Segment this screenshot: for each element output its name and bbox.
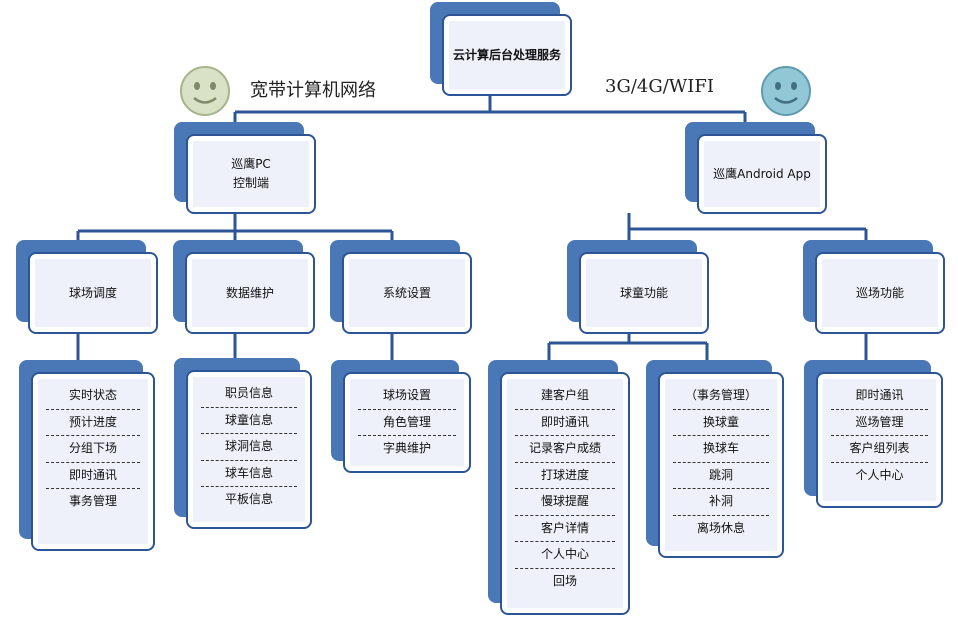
list-item: 球童信息 <box>201 408 297 434</box>
node-label: 球童功能 <box>619 285 668 300</box>
module-patrol-functions: 巡场功能 <box>803 240 945 334</box>
list-item: 客户组列表 <box>831 436 928 463</box>
list-item: 即时通讯 <box>46 463 140 489</box>
list-item: 打球进度 <box>515 463 615 489</box>
list-item: 客户详情 <box>515 516 615 542</box>
list-item: 个人中心 <box>855 467 904 482</box>
node-label: 巡鹰Android App <box>713 166 811 181</box>
list-item: 平板信息 <box>224 492 273 506</box>
list-item: 预计进度 <box>46 410 140 436</box>
module-course-dispatch: 球场调度 <box>16 240 158 334</box>
list-patrol-functions: 即时通讯 巡场管理 客户组列表 个人中心 <box>804 360 943 508</box>
list-item: 实时状态 <box>46 383 140 410</box>
android-app-node: 巡鹰Android App <box>685 122 827 214</box>
list-course-dispatch: 实时状态 预计进度 分组下场 即时通讯 事务管理 <box>19 360 155 551</box>
network-label-mobile: 3G/4G/WIFI <box>605 76 715 97</box>
list-item: 分组下场 <box>46 436 140 463</box>
list-data-maintenance: 职员信息 球童信息 球洞信息 球车信息 平板信息 <box>174 358 312 529</box>
node-label: 巡场功能 <box>855 285 904 300</box>
list-item: 即时通讯 <box>831 383 928 410</box>
list-caddie-customer: 建客户组 即时通讯 记录客户成绩 打球进度 慢球提醒 客户详情 个人中心 回场 <box>488 360 630 615</box>
module-caddie-functions: 球童功能 <box>567 240 709 334</box>
module-data-maintenance: 数据维护 <box>173 240 315 334</box>
cloud-service-node: 云计算后台处理服务 <box>430 2 572 96</box>
node-label: 数据维护 <box>225 285 274 300</box>
list-item: 回场 <box>552 573 577 588</box>
list-item: 离场休息 <box>696 520 745 535</box>
list-item: 球洞信息 <box>201 434 297 461</box>
list-item: 建客户组 <box>515 383 615 410</box>
list-item: 角色管理 <box>358 410 456 436</box>
node-label: 系统设置 <box>382 285 431 300</box>
list-system-settings: 球场设置 角色管理 字典维护 <box>331 360 471 473</box>
network-label-broadband: 宽带计算机网络 <box>250 80 376 101</box>
module-system-settings: 系统设置 <box>330 240 472 334</box>
list-caddie-affairs: （事务管理） 换球童 换球车 跳洞 补洞 离场休息 <box>646 360 784 558</box>
list-item: 字典维护 <box>382 441 431 455</box>
list-item: 事务管理 <box>68 494 117 508</box>
list-item: 慢球提醒 <box>515 489 615 516</box>
list-item: 球车信息 <box>201 461 297 487</box>
smiley-icon <box>180 66 230 116</box>
list-item: 球场设置 <box>358 383 456 410</box>
list-item: 职员信息 <box>201 381 297 408</box>
list-item: 巡场管理 <box>831 410 928 436</box>
list-item: 记录客户成绩 <box>515 436 615 463</box>
list-item: 个人中心 <box>515 542 615 569</box>
list-item: 跳洞 <box>673 463 769 489</box>
node-label: 云计算后台处理服务 <box>452 47 561 62</box>
list-item: 补洞 <box>673 489 769 516</box>
smiley-icon <box>761 66 811 116</box>
list-item: 换球车 <box>673 436 769 463</box>
node-label: 球场调度 <box>68 285 117 300</box>
list-item: 换球童 <box>673 410 769 436</box>
list-item: 即时通讯 <box>515 410 615 436</box>
list-item: （事务管理） <box>673 383 769 410</box>
